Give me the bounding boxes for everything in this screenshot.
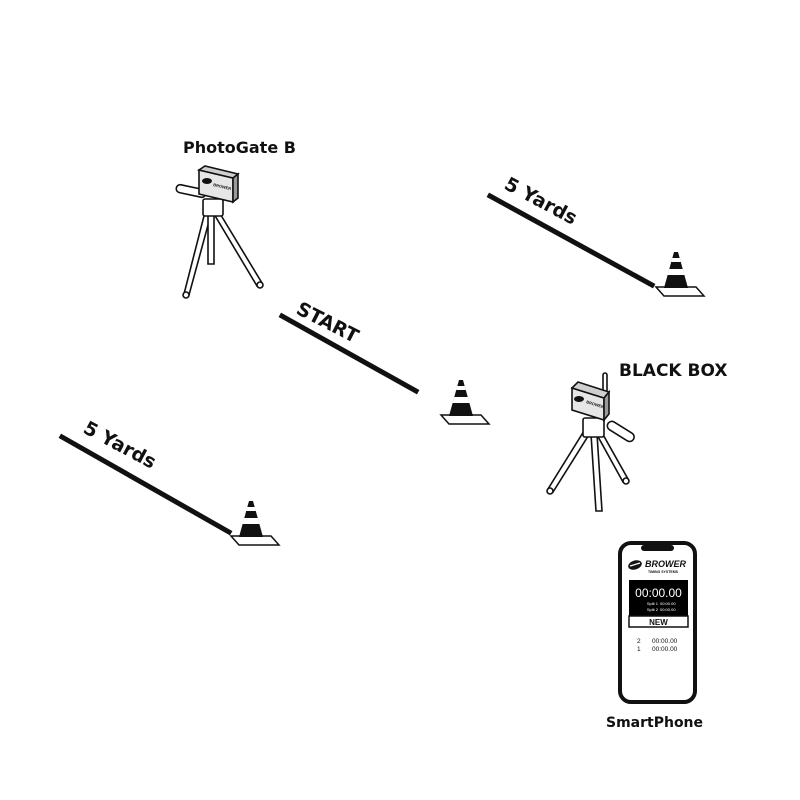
split2-label: Split 2: [647, 607, 659, 612]
bottom-cone-icon: [229, 501, 281, 546]
new-button[interactable]: [628, 615, 689, 628]
split2-time: 00:00.00: [660, 607, 676, 612]
photogate-tripod-icon: [175, 165, 264, 299]
history-row-time: 00:00.00: [652, 646, 678, 653]
main-time: 00:00.00: [635, 586, 682, 600]
new-button-label: NEW: [649, 618, 668, 627]
photogate-b-label: PhotoGate B: [183, 138, 296, 157]
five-yards-bottom-marker: 5 Yards: [58, 417, 281, 546]
black-box-tripod-icon: [546, 372, 635, 512]
phone-notch: [641, 545, 674, 551]
five-yards-top-marker: 5 Yards: [486, 173, 706, 297]
phone-brand-sub: TIMING SYSTEMS: [648, 570, 679, 574]
photogate-badge: BROWER: [213, 182, 232, 191]
start-marker: START: [278, 298, 491, 425]
smartphone-label: SmartPhone: [606, 715, 703, 731]
history-row-time: 00:00.00: [652, 638, 678, 645]
five-yards-top-line: [486, 192, 656, 289]
split1-label: Split 1: [647, 601, 659, 606]
black-box-device: BLACK BOX BROWER: [546, 361, 727, 512]
timer-display: [629, 580, 688, 616]
start-cone-icon: [439, 380, 491, 425]
brower-logo-icon: [628, 560, 642, 570]
five-yards-bottom-label: 5 Yards: [80, 417, 160, 473]
black-box-badge: BROWER: [586, 399, 605, 409]
photogate-b-device: PhotoGate B BROWER: [175, 138, 296, 299]
split1-time: 00:00.00: [660, 601, 676, 606]
start-line: [278, 312, 420, 395]
history-row-num: 2: [637, 638, 641, 645]
top-cone-icon: [654, 252, 706, 297]
history-row-num: 1: [637, 646, 641, 653]
smartphone: BROWER TIMING SYSTEMS 00:00.00 Split 1 0…: [606, 541, 703, 731]
phone-brand: BROWER: [645, 559, 686, 569]
five-yards-bottom-line: [58, 433, 233, 536]
black-box-label: BLACK BOX: [619, 361, 727, 381]
